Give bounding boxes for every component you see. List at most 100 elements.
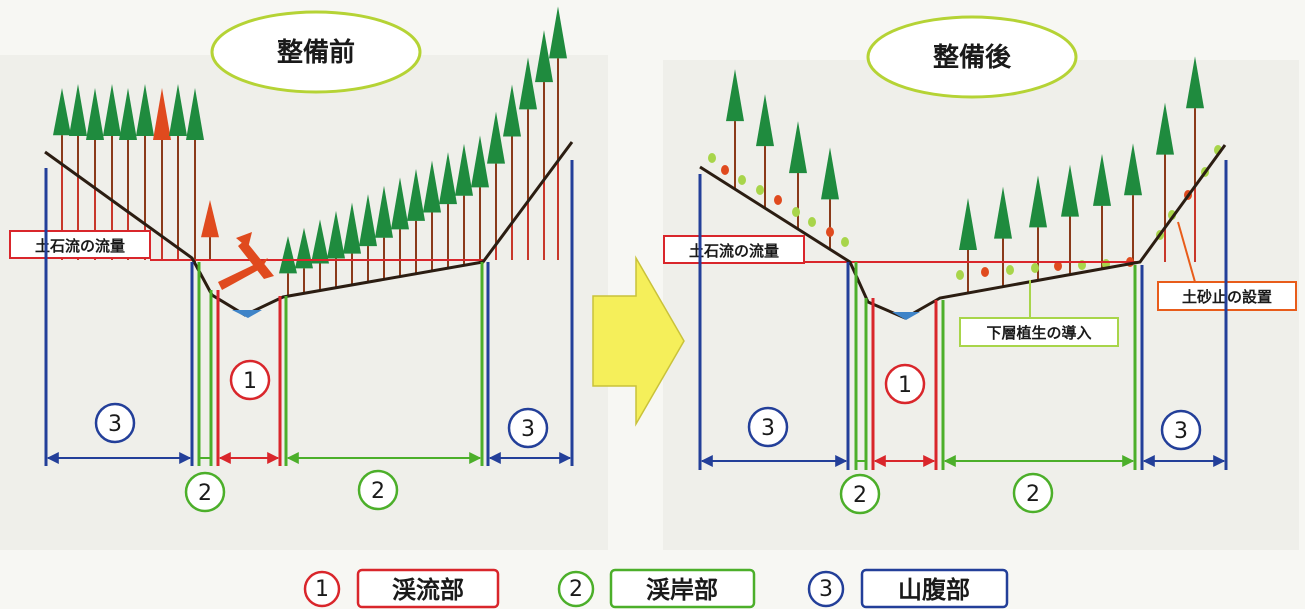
understory-plant-icon bbox=[981, 267, 989, 277]
tree-icon bbox=[519, 57, 537, 260]
understory-plant-icon bbox=[774, 195, 782, 205]
before-trees bbox=[53, 6, 567, 297]
after-zone-2-right-number: 2 bbox=[1026, 482, 1040, 507]
after-flow-label-box bbox=[663, 235, 805, 264]
tree-icon bbox=[535, 30, 553, 260]
tree-icon bbox=[789, 121, 807, 230]
transition-arrow-icon bbox=[592, 255, 685, 427]
tree-icon bbox=[359, 194, 377, 283]
tree-icon bbox=[391, 177, 409, 277]
after-zone-2-left-number: 2 bbox=[853, 483, 867, 508]
understory-plant-icon bbox=[792, 207, 800, 217]
before-zone-2-right-number: 2 bbox=[371, 479, 385, 504]
before-zone-1-number: 1 bbox=[243, 369, 257, 394]
tree-icon bbox=[153, 88, 171, 260]
tree-icon bbox=[423, 160, 441, 271]
before-zone-2-left-number: 2 bbox=[198, 481, 212, 506]
understory-plant-icon bbox=[708, 153, 716, 163]
before-zone-3-right-circle bbox=[507, 407, 549, 449]
after-flow-label: 土石流の流量 bbox=[689, 242, 779, 260]
legend-1-circle bbox=[303, 570, 341, 608]
understory-plant-icon bbox=[721, 165, 729, 175]
understory-plant-icon bbox=[756, 185, 764, 195]
after-zone-3-left-circle bbox=[747, 406, 789, 448]
after-zone-1-circle bbox=[884, 363, 926, 405]
tree-icon bbox=[186, 88, 204, 264]
dead-tree-icon bbox=[201, 200, 219, 260]
tree-icon bbox=[1124, 143, 1142, 264]
before-flow-label: 土石流の流量 bbox=[35, 237, 125, 255]
tree-icon bbox=[295, 227, 313, 294]
tree-icon bbox=[959, 197, 977, 293]
legend-2-circle bbox=[557, 570, 595, 608]
before-flow-label-box bbox=[9, 230, 151, 259]
legend-item-1: 1 渓流部 bbox=[303, 568, 500, 609]
understory-plant-icon bbox=[826, 227, 834, 237]
before-water bbox=[232, 310, 262, 318]
after-zone-3-right-number: 3 bbox=[1174, 419, 1188, 444]
after-zone-2-right-circle bbox=[1012, 472, 1054, 514]
tree-icon bbox=[726, 69, 744, 190]
tree-icon bbox=[439, 152, 457, 269]
tree-icon bbox=[1093, 153, 1111, 269]
after-title-ellipse bbox=[866, 15, 1078, 99]
tree-icon bbox=[1156, 102, 1174, 262]
before-zone-3-right-number: 3 bbox=[521, 417, 535, 442]
fallen-trees-icon bbox=[218, 232, 274, 290]
tree-icon bbox=[503, 84, 521, 260]
after-water bbox=[892, 312, 920, 320]
understory-plant-icon bbox=[1031, 263, 1039, 273]
after-title: 整備後 bbox=[933, 42, 1012, 73]
legend-1-number: 1 bbox=[315, 577, 329, 602]
before-zone-2-left-circle bbox=[184, 471, 226, 513]
before-zone-1-circle bbox=[229, 359, 271, 401]
before-zone-3-left-number: 3 bbox=[108, 412, 122, 437]
legend-2-label: 渓岸部 bbox=[646, 576, 718, 604]
understory-plant-icon bbox=[956, 270, 964, 280]
tree-icon bbox=[375, 185, 393, 280]
before-zone-3-left-circle bbox=[94, 402, 136, 444]
before-zone-2-right-circle bbox=[357, 469, 399, 511]
legend-2-box bbox=[609, 568, 756, 609]
legend-item-2: 2 渓岸部 bbox=[557, 568, 756, 609]
legend-3-number: 3 bbox=[819, 577, 833, 602]
legend-3-label: 山腹部 bbox=[898, 576, 970, 604]
understory-plant-icon bbox=[808, 217, 816, 227]
legend-2-number: 2 bbox=[569, 577, 583, 602]
after-zone-3-left-number: 3 bbox=[761, 416, 775, 441]
before-title-ellipse bbox=[210, 10, 422, 94]
before-panel: 整備前 土石流の流量 bbox=[9, 6, 574, 513]
tree-icon bbox=[1029, 175, 1047, 281]
tree-icon bbox=[407, 168, 425, 274]
tree-icon bbox=[311, 219, 329, 291]
legend-3-circle bbox=[807, 570, 845, 608]
understory-plant-icon bbox=[1054, 261, 1062, 271]
understory-plant-icon bbox=[738, 175, 746, 185]
legend-item-3: 3 山腹部 bbox=[807, 568, 1009, 609]
tree-icon bbox=[455, 143, 473, 266]
tree-icon bbox=[169, 84, 187, 260]
before-title: 整備前 bbox=[277, 37, 355, 68]
tree-icon bbox=[343, 202, 361, 285]
legend-3-box bbox=[860, 568, 1009, 609]
after-zone-2-left-circle bbox=[839, 473, 881, 515]
after-trees bbox=[708, 56, 1222, 293]
understory-plant-icon bbox=[1006, 265, 1014, 275]
tree-icon bbox=[471, 135, 489, 263]
understory-label-box bbox=[959, 317, 1119, 347]
legend-1-label: 渓流部 bbox=[392, 576, 464, 604]
after-panel: 整備後 土石流の流量 下層植生の導入 土砂止の設置 bbox=[663, 15, 1297, 515]
understory-label: 下層植生の導入 bbox=[986, 324, 1091, 342]
tree-icon bbox=[1061, 164, 1079, 275]
after-zone-3-right-circle bbox=[1160, 409, 1202, 451]
tree-icon bbox=[279, 236, 297, 297]
legend-1-box bbox=[356, 568, 500, 609]
tree-icon bbox=[821, 147, 839, 250]
after-zone-1-number: 1 bbox=[898, 373, 912, 398]
legend: 1 渓流部 2 渓岸部 3 山腹部 bbox=[303, 568, 1009, 609]
erosion-control-pointer bbox=[1177, 221, 1196, 283]
understory-plant-icon bbox=[841, 237, 849, 247]
tree-icon bbox=[756, 94, 774, 209]
